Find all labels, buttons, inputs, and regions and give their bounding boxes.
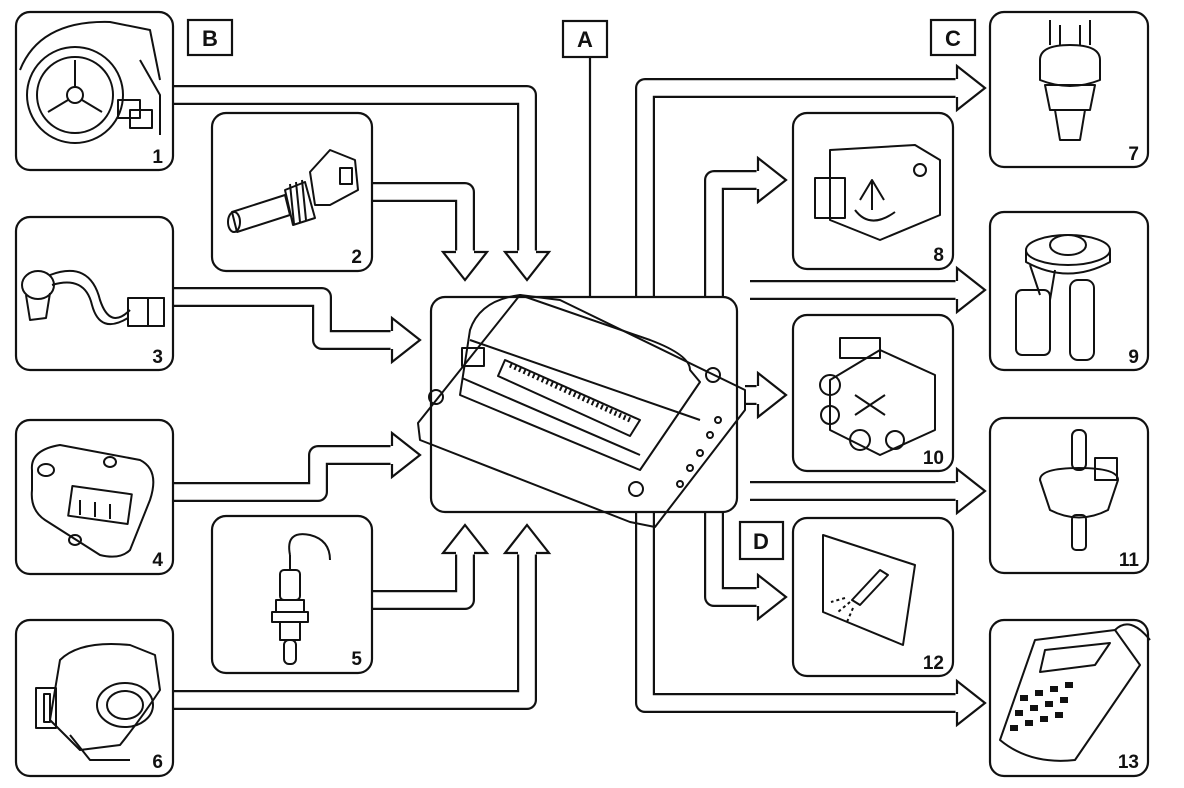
arrow-4-to-ecu xyxy=(173,430,422,502)
arrow-3-to-ecu xyxy=(173,287,422,365)
component-box-5 xyxy=(210,514,374,675)
arrowhead xyxy=(756,572,788,622)
crankshaft-sensor-illustration xyxy=(19,20,161,144)
component-box-9 xyxy=(988,210,1150,372)
component-number-9: 9 xyxy=(1128,347,1139,368)
arrowhead xyxy=(756,155,788,205)
component-box-11 xyxy=(988,416,1150,575)
component-box-13 xyxy=(988,618,1150,778)
svg-text:A: A xyxy=(577,27,593,52)
component-number-10: 10 xyxy=(923,448,944,469)
arrowhead xyxy=(440,523,490,555)
ecu-box xyxy=(429,295,739,514)
component-box-7 xyxy=(988,10,1150,169)
arrow-ecu-to-9 xyxy=(750,265,987,315)
signal-arrows xyxy=(173,63,987,728)
component-box-8 xyxy=(791,111,955,271)
component-number-2: 2 xyxy=(351,247,362,268)
arrowhead xyxy=(390,430,422,480)
arrow-ecu-to-10 xyxy=(745,370,788,420)
warning-lamp-illustration xyxy=(822,534,916,646)
knock-sensor-illustration xyxy=(21,270,165,327)
component-number-3: 3 xyxy=(152,347,163,368)
label-d: D xyxy=(738,520,785,561)
arrow-ecu-to-12 xyxy=(704,512,788,622)
solenoid-valve-illustration xyxy=(1039,429,1119,551)
throttle-position-sensor-illustration xyxy=(30,444,155,558)
arrow-5-to-ecu xyxy=(372,523,490,610)
coolant-temperature-sensor-illustration xyxy=(227,149,359,233)
svg-text:C: C xyxy=(945,26,961,51)
label-a: A xyxy=(561,19,609,59)
arrow-ecu-to-13 xyxy=(635,512,987,728)
actuator-illustration xyxy=(814,144,941,241)
arrowhead xyxy=(955,466,987,516)
arrowhead xyxy=(502,250,552,282)
svg-text:B: B xyxy=(202,26,218,51)
arrowhead xyxy=(502,523,552,555)
arrow-ecu-to-11 xyxy=(750,466,987,516)
component-number-11: 11 xyxy=(1119,550,1140,571)
injector-illustration xyxy=(1039,20,1101,141)
idle-speed-actuator-illustration xyxy=(35,643,161,761)
component-number-13: 13 xyxy=(1118,752,1139,773)
component-box-3 xyxy=(14,215,175,372)
arrow-2-to-ecu xyxy=(372,182,490,282)
arrow-1-to-ecu xyxy=(173,85,552,282)
label-b: B xyxy=(186,18,234,57)
arrowhead xyxy=(390,315,422,365)
svg-text:D: D xyxy=(753,529,769,554)
component-number-5: 5 xyxy=(351,649,362,670)
component-number-12: 12 xyxy=(923,653,944,674)
arrowhead xyxy=(955,265,987,315)
component-box-2 xyxy=(210,111,374,273)
arrowhead xyxy=(756,370,788,420)
label-c: C xyxy=(929,18,977,57)
component-number-6: 6 xyxy=(152,752,163,773)
arrow-ecu-to-7 xyxy=(635,63,987,297)
lambda-sensor-illustration xyxy=(271,533,331,665)
component-box-10 xyxy=(791,313,955,473)
arrow-ecu-to-8 xyxy=(704,155,788,297)
component-number-4: 4 xyxy=(152,550,163,571)
fuel-pump-illustration xyxy=(1015,234,1111,361)
component-box-1 xyxy=(14,10,175,172)
ignition-coil-illustration xyxy=(819,337,936,456)
component-number-7: 7 xyxy=(1128,144,1139,165)
component-box-6 xyxy=(14,618,175,778)
component-box-12 xyxy=(791,516,955,678)
arrowhead xyxy=(440,250,490,282)
diagnostic-tester-illustration xyxy=(999,623,1151,762)
ecu-illustration xyxy=(417,294,746,528)
component-number-1: 1 xyxy=(152,147,163,168)
arrowhead xyxy=(955,678,987,728)
arrowhead xyxy=(955,63,987,113)
component-box-4 xyxy=(14,418,175,576)
arrow-6-to-ecu xyxy=(173,523,552,710)
component-number-8: 8 xyxy=(933,245,944,266)
